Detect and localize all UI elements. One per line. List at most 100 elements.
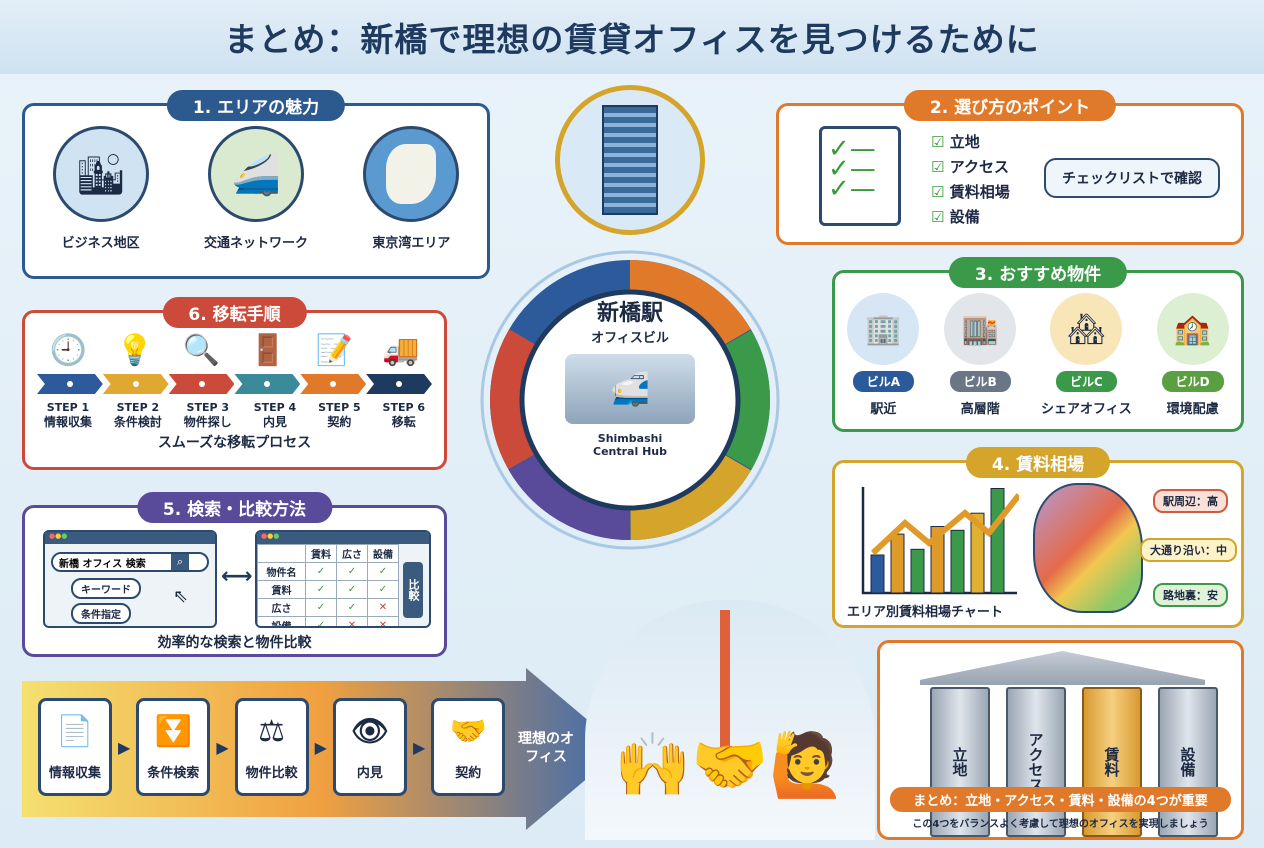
hub-en-2: Central Hub xyxy=(593,445,667,458)
condition-button[interactable]: 条件指定 xyxy=(71,603,131,624)
map-label-low: 路地裏：安 xyxy=(1153,583,1228,607)
keyword-button[interactable]: キーワード xyxy=(71,578,141,599)
move-caption: スムーズな移転プロセス xyxy=(157,435,312,451)
summary-note: この4つをバランスよく考慮して理想のオフィスを実現しましょう xyxy=(912,819,1209,830)
building-tag: ビルA xyxy=(852,371,915,392)
flow-icon: 👁 xyxy=(350,713,389,749)
chart-bar xyxy=(970,512,985,594)
area-item: 交通ネットワーク xyxy=(203,236,308,251)
table-row: 広さ✓✓✕ xyxy=(257,598,399,617)
building-card[interactable]: 🏬 ビルB 高層階 xyxy=(944,293,1017,417)
hub-title: 新橋駅 xyxy=(596,301,663,326)
lightbulb-icon: 💡 xyxy=(116,333,154,368)
table-row: 物件名✓✓✓ xyxy=(257,562,399,581)
office-tower-icon xyxy=(555,85,705,235)
flow-icon: ⚖ xyxy=(258,713,286,749)
page-title: まとめ：新橋で理想の賃貸オフィスを見つけるために xyxy=(0,0,1264,74)
check-item: ☑ 設備 xyxy=(931,208,980,226)
cursor-icon: ⇖ xyxy=(173,586,189,607)
search-heading: 5. 検索・比較方法 xyxy=(136,492,333,523)
truck-icon: 🚚 xyxy=(382,333,420,368)
clock-icon: 🕘 xyxy=(49,333,87,368)
column-header: 設備 xyxy=(367,544,399,563)
arrow-icon: ▶ xyxy=(412,737,426,757)
building-tag: ビルD xyxy=(1161,371,1224,392)
column-header: 広さ xyxy=(336,544,368,563)
search-caption: 効率的な検索と物件比較 xyxy=(157,635,312,651)
table-row: 賃料✓✓✓ xyxy=(257,580,399,599)
chart-bar xyxy=(930,526,945,594)
step-chevron xyxy=(102,374,169,394)
chart-bar xyxy=(990,488,1005,594)
area-item: 東京湾エリア xyxy=(372,236,451,251)
move-heading: 6. 移転手順 xyxy=(162,297,307,328)
celebrating-team-illustration: 🙌🤝🙋 xyxy=(585,600,875,840)
area-panel: 1. エリアの魅力 🏙ビジネス地区 🚄交通ネットワーク 東京湾エリア xyxy=(22,90,490,279)
buildings-heading: 3. おすすめ物件 xyxy=(948,257,1128,288)
area-item: ビジネス地区 xyxy=(61,236,140,251)
search-icon[interactable]: ⌕ xyxy=(171,554,190,570)
clipboard-icon: ✓—✓—✓— xyxy=(819,126,901,226)
flow-step: 📄情報収集 xyxy=(38,698,112,796)
map-label-high: 駅周辺：高 xyxy=(1153,489,1228,513)
search-panel: 5. 検索・比較方法 ●●● ⌕ キーワード 条件指定 ⇖ ⟷ ●●● 賃料広さ… xyxy=(22,492,447,657)
map-label-mid: 大通り沿い：中 xyxy=(1140,538,1237,562)
arrow-icon: ▶ xyxy=(216,737,229,757)
area-heading: 1. エリアの魅力 xyxy=(166,90,346,121)
building-tag: ビルC xyxy=(1056,371,1117,392)
flow-goal: 理想のオフィス xyxy=(518,731,574,765)
hub-subtitle: オフィスビル xyxy=(591,331,669,346)
building-desc: 環境配慮 xyxy=(1166,402,1219,417)
flow-icon: 🤝 xyxy=(449,713,487,749)
search-window: ●●● ⌕ キーワード 条件指定 ⇖ xyxy=(43,530,217,628)
arrow-icon: ▶ xyxy=(118,737,131,757)
points-panel: 2. 選び方のポイント ✓—✓—✓— ☑ 立地 ☑ アクセス ☑ 賃料相場 ☑ … xyxy=(776,90,1244,245)
building-desc: シェアオフィス xyxy=(1041,402,1132,417)
search-input[interactable] xyxy=(53,554,171,570)
building-tag: ビルB xyxy=(949,371,1011,392)
check-item: ☑ 賃料相場 xyxy=(931,183,1010,201)
chart-bar xyxy=(910,548,925,594)
rent-heading: 4. 賃料相場 xyxy=(965,447,1111,478)
summary-banner: まとめ：立地・アクセス・賃料・設備の4つが重要 xyxy=(890,787,1231,812)
rent-bar-chart-icon xyxy=(861,487,1019,595)
flow-step: ⚖物件比較 xyxy=(234,698,309,796)
step-chevron xyxy=(366,374,432,394)
step-icons: 🕘💡🔍🚪📝🚚 xyxy=(25,333,444,368)
flow-arrow xyxy=(22,668,622,830)
flow-icon: 📄 xyxy=(56,713,94,749)
tokyo-map-icon xyxy=(1033,483,1143,613)
building-desc: 駅近 xyxy=(870,402,897,417)
flow-step: 👁内見 xyxy=(332,698,407,796)
chart-bar xyxy=(890,533,905,594)
check-item: ☑ アクセス xyxy=(931,158,1009,176)
temple-roof xyxy=(920,651,1205,685)
chart-caption: エリア別賃料相場チャート xyxy=(847,605,1003,620)
building-desc: 高層階 xyxy=(960,402,1000,417)
flow-step: 🤝契約 xyxy=(431,698,506,796)
compare-button[interactable]: 比較 xyxy=(403,562,423,618)
column-header: 賃料 xyxy=(305,544,337,563)
flow-icon: ⏬ xyxy=(154,713,192,749)
pillar: アクセス xyxy=(1006,687,1066,837)
rent-panel: 4. 賃料相場 エリア別賃料相場チャート 駅周辺：高 大通り沿い：中 路地裏：安 xyxy=(832,447,1244,628)
step-chevron xyxy=(168,374,235,394)
pillar: 立地 xyxy=(930,687,990,837)
door-icon: 🚪 xyxy=(249,333,287,368)
compare-window: ●●● 賃料広さ設備物件名✓✓✓賃料✓✓✓広さ✓✓✕設備✓✕✕ 比較 xyxy=(255,530,431,628)
building-icon: 🏬 xyxy=(944,293,1017,365)
arrow-icon: ▶ xyxy=(314,737,327,757)
pillar: 設備 xyxy=(1158,687,1218,837)
double-arrow-icon: ⟷ xyxy=(221,564,253,589)
checklist-bubble: チェックリストで確認 xyxy=(1044,158,1220,198)
hub-en-1: Shimbashi xyxy=(597,432,663,445)
check-item: ☑ 立地 xyxy=(931,133,980,151)
